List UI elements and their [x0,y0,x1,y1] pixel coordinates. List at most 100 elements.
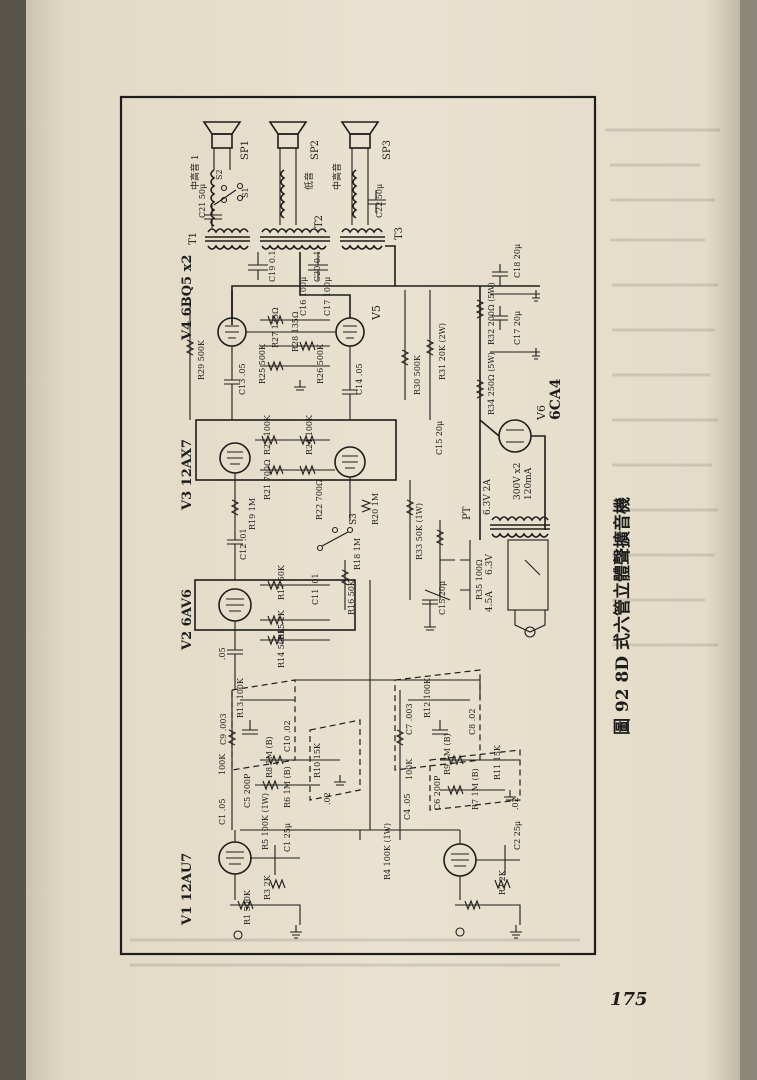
comp-label: C7 .003 [405,703,414,735]
comp-label: S3 [349,513,359,525]
comp-label: R28 135Ω [291,311,300,352]
comp-label: C22 50μ [375,184,384,218]
comp-label: R22 700Ω [315,479,324,520]
comp-label: C17 100μ [323,277,332,316]
comp-label: C9 .003 [219,713,228,745]
comp-label: R6 1M (B) [283,766,292,808]
comp-label: R34 250Ω (5W) [487,352,496,415]
speaker-sp3 [340,121,380,149]
output-section [202,121,540,325]
comp-label: R27 135Ω [271,307,280,348]
comp-label: R10 15K [313,742,322,778]
tube-v3-label: V3 12AX7 [180,439,195,511]
comp-label: C2 25μ [513,821,522,850]
transformer-t3-label: T3 [394,227,405,240]
comp-label: C5 200P [243,773,252,808]
comp-label: R33 50K (1W) [415,503,424,560]
driver-stage [194,560,356,690]
speaker-sp1-label: SP1 [240,140,251,160]
comp-label: R16 50K [347,579,356,615]
comp-label: C13 .05 [238,363,247,395]
page-number: 175 [610,989,648,1010]
heater-a-label: 6.3V 2A [483,479,493,515]
transformer-t2-label: T2 [314,215,325,228]
comp-label: R19 1M [248,498,257,530]
comp-label: C17 20μ [513,311,522,345]
speaker-sp1 [202,121,242,149]
comp-label: R15 2K [277,609,286,640]
comp-label: R9 1M (B) [443,733,452,775]
comp-label: .02 [511,797,520,810]
comp-label: R30 500K [413,354,422,395]
tube-v5-label: V5 [370,305,383,321]
transformer-t1-label: T1 [188,232,199,245]
comp-label: R12 100K [423,677,432,718]
comp-label: .02 [323,792,332,805]
comp-label: R1 500K [243,889,252,925]
comp-label: S1 [241,187,250,198]
hv-label: 300V x2 [513,463,523,500]
comp-label: R7 1M (B) [471,768,480,810]
phase-splitter [195,419,438,620]
comp-label: R4 100K (1W) [383,823,392,880]
comp-label: R32 200Ω (5W) [487,282,496,345]
comp-label: C16 100μ [299,277,308,316]
comp-label: R8 1M (B) [265,736,274,778]
comp-label: R21 700Ω [263,459,272,500]
comp-label: R23 100K [263,414,272,455]
figure-caption: 圖 92 8D 式六管立體聲擴音機 [612,497,633,735]
speaker-low-label: 低音 [303,172,315,190]
comp-label: R29 500K [197,339,206,380]
comp-label: 100K [218,753,227,775]
comp-label: R25 500K [258,343,267,384]
heater-b-label: 6.3V [485,554,495,575]
comp-label: C15 20μ [438,581,447,615]
comp-label: C11 .01 [311,573,320,605]
comp-label: C20 0.1 [313,250,322,282]
comp-label: R35 100Ω [475,559,484,600]
comp-label: C8 .02 [468,709,477,735]
input-stage [218,829,521,940]
comp-label: C19 0.1 [268,250,277,282]
comp-label: C15 20μ [435,421,444,455]
comp-label: R3 2K [263,874,272,900]
comp-label: C14 .05 [355,363,364,395]
tone-controls [227,580,521,840]
comp-label: R5 100K (1W) [261,793,270,850]
power-supply [424,264,550,638]
comp-label: R26 500K [316,343,325,384]
speaker-mid-high-1-label: 中高音 1 [189,154,201,190]
comp-label: R17 50K [277,564,286,600]
comp-label: R11 15K [493,744,502,780]
tube-v4-label: V4 6BQ5 x2 [180,255,195,341]
tube-v2-label: V2 6AV6 [180,589,195,651]
show-through-text [130,128,720,967]
speaker-sp2 [268,121,308,149]
speaker-sp3-label: SP3 [382,140,393,160]
comp-label: 100K [405,758,414,780]
comp-label: C12 .01 [239,528,248,560]
comp-label: R31 20K (2W) [438,323,447,380]
rotated-labels: V1 12AU7 V2 6AV6 V3 12AX7 V4 6BQ5 x2 V5 … [180,140,633,926]
comp-label: R18 1M [353,538,362,570]
fuse-current-label: 4.5A [485,591,495,612]
speaker-mid-high-2-label: 中高音 [331,163,343,190]
comp-label: .05 [218,647,227,660]
hv-current-label: 120mA [524,467,534,500]
ground-symbols [290,380,522,939]
comp-label: S2 [215,169,224,180]
comp-label: C10 .02 [283,720,292,752]
tube-v6-type: 6CA4 [548,378,564,420]
comp-label: C1 .05 [218,799,227,825]
speaker-sp2-label: SP2 [310,140,321,160]
paper [22,0,742,1080]
comp-label: R14 500K [277,627,286,668]
comp-label: C21 50μ [198,184,207,218]
comp-label: R24 100K [305,414,314,455]
comp-label: C6 200P [433,775,442,810]
tube-v6-label: V6 [535,405,548,421]
comp-label: R2 2K [498,869,507,895]
comp-label: R13 100K [236,677,245,718]
transformer-pt-label: PT [462,506,473,520]
